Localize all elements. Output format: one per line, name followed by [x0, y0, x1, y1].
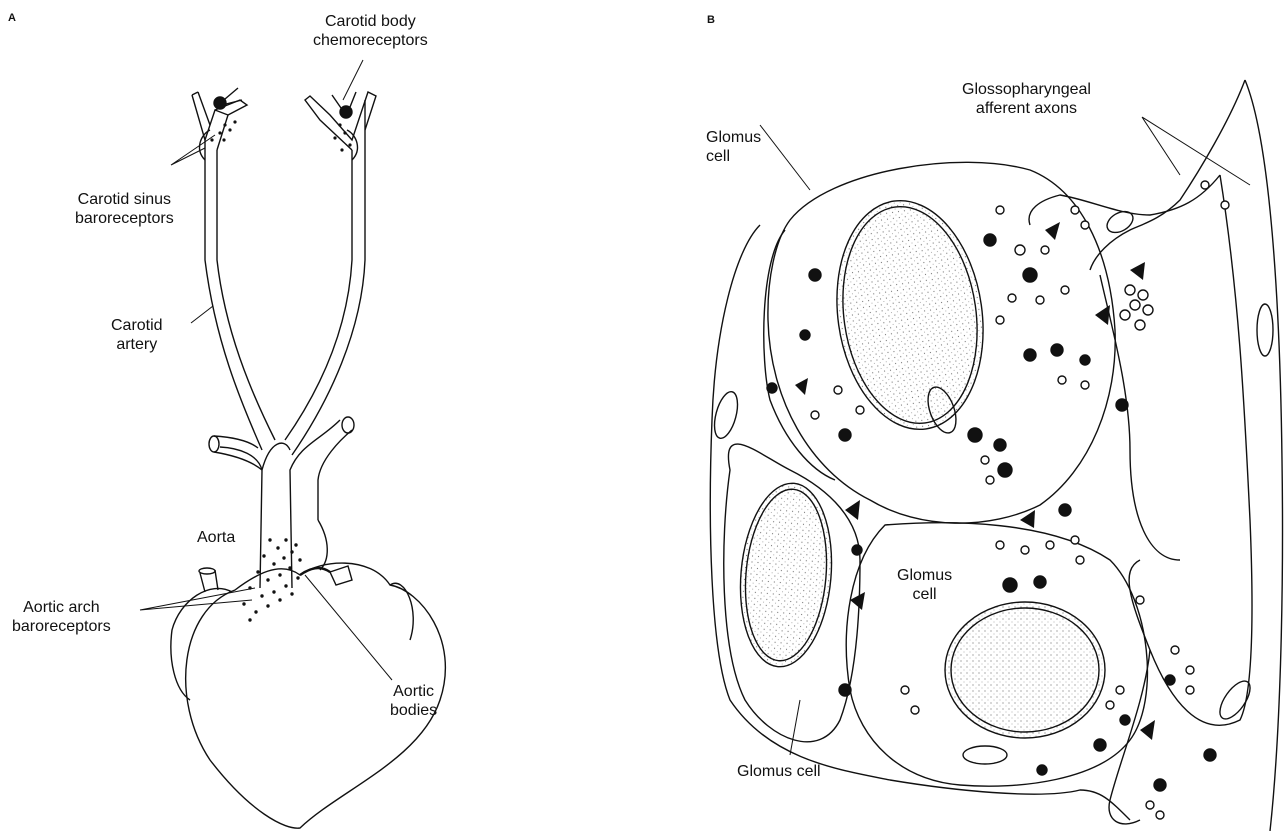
axon-main	[1245, 80, 1283, 831]
right-atrium	[390, 583, 413, 640]
nucleus-top	[823, 191, 998, 439]
panel-b-diagram	[710, 80, 1282, 831]
label-glomus-top: Glomus cell	[706, 128, 761, 166]
label-aortic-arch: Aortic arch baroreceptors	[12, 598, 111, 636]
label-carotid-artery: Carotid artery	[111, 316, 163, 354]
label-carotid-body: Carotid body chemoreceptors	[313, 12, 428, 50]
aortic-baroreceptor-dots	[242, 538, 301, 621]
label-glossopharyngeal: Glossopharyngeal afferent axons	[962, 80, 1091, 118]
label-aortic-bodies: Aortic bodies	[390, 682, 437, 720]
label-glomus-mid: Glomus cell	[897, 566, 952, 604]
left-atrium	[171, 588, 232, 700]
carotid-right	[285, 150, 352, 440]
nucleus-left	[733, 479, 839, 670]
carotid-left	[205, 140, 262, 450]
label-carotid-sinus: Carotid sinus baroreceptors	[75, 190, 174, 228]
label-glomus-bottom: Glomus cell	[737, 762, 821, 781]
label-aorta: Aorta	[197, 528, 235, 547]
nucleus-mid	[945, 602, 1105, 738]
